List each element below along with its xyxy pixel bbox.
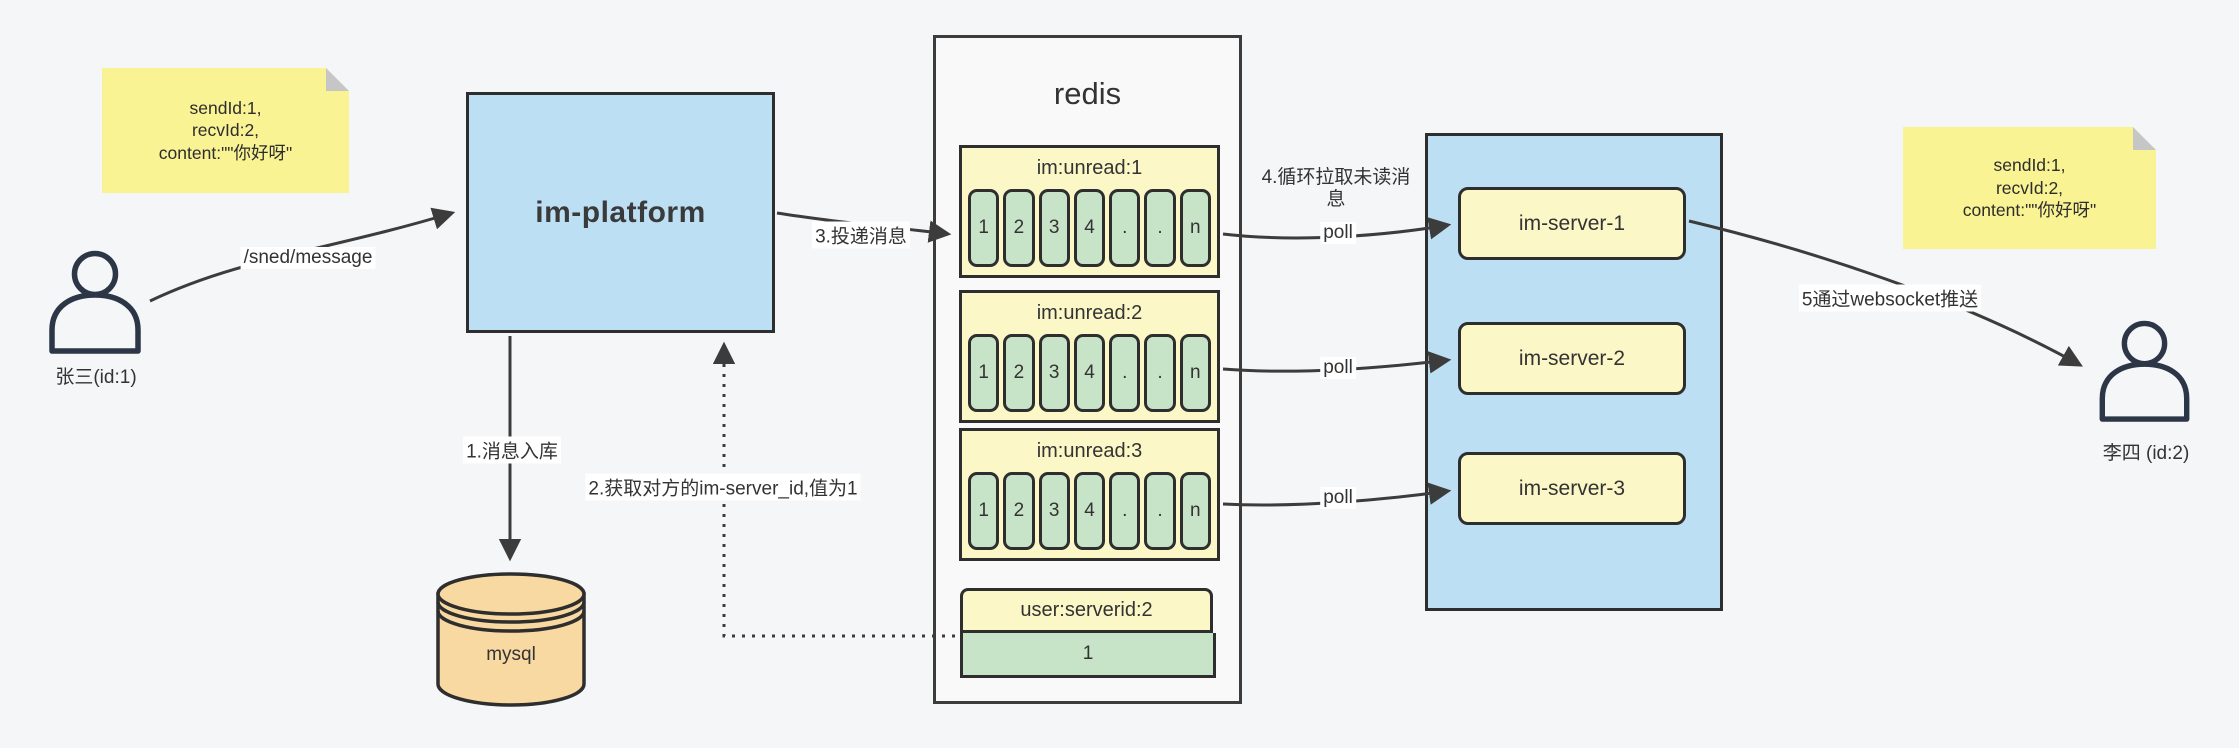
sender-person-icon xyxy=(49,250,141,354)
user-serverid-key-label: user:serverid:2 xyxy=(1020,599,1153,621)
queue-cell: 4 xyxy=(1073,334,1106,412)
queue-cell: . xyxy=(1109,472,1141,550)
im-server-3-node: im-server-3 xyxy=(1458,452,1686,525)
im-server-2-label: im-server-2 xyxy=(1518,346,1626,370)
queue-cell: 2 xyxy=(1003,189,1035,267)
queue-cell: 1 xyxy=(968,189,1000,267)
queue-im-unread-2-name: im:unread:2 xyxy=(1036,302,1143,324)
im-server-2-node: im-server-2 xyxy=(1458,322,1686,395)
sticky-note-left-line3: content:""你好呀" xyxy=(158,142,293,163)
sticky-note-left-line1: sendId:1, xyxy=(189,97,262,118)
im-platform-node: im-platform xyxy=(466,92,775,333)
queue-im-unread-3-name: im:unread:3 xyxy=(1036,440,1143,462)
edge-label-poll-1: poll xyxy=(1320,222,1356,244)
user-serverid-value-label: 1 xyxy=(1082,643,1094,664)
im-server-3-label: im-server-3 xyxy=(1518,476,1626,500)
queue-cell: n xyxy=(1179,472,1211,550)
queue-cell: 2 xyxy=(1003,472,1035,550)
sticky-note-right-line2: recvId:2, xyxy=(1995,177,2064,198)
queue-im-unread-3-cells: 1 2 3 4 . . n xyxy=(962,472,1217,550)
queue-im-unread-1-name: im:unread:1 xyxy=(1036,157,1143,179)
im-server-1-node: im-server-1 xyxy=(1458,187,1686,260)
queue-cell: 2 xyxy=(1003,334,1035,412)
edge-label-send: /sned/message xyxy=(240,247,376,269)
queue-im-unread-2-cells: 1 2 3 4 . . n xyxy=(962,334,1217,412)
queue-cell: 4 xyxy=(1073,189,1106,267)
queue-cell: . xyxy=(1144,334,1176,412)
queue-cell: . xyxy=(1144,189,1176,267)
queue-cell: . xyxy=(1144,472,1176,550)
im-server-1-label: im-server-1 xyxy=(1518,211,1626,235)
mysql-label: mysql xyxy=(486,644,536,665)
queue-cell: n xyxy=(1179,189,1211,267)
receiver-label: 李四 (id:2) xyxy=(2102,443,2190,464)
queue-im-unread-3: im:unread:3 1 2 3 4 . . n xyxy=(959,428,1220,561)
queue-cell: 3 xyxy=(1038,189,1070,267)
sticky-note-right-line3: content:""你好呀" xyxy=(1962,200,2097,221)
queue-im-unread-1-cells: 1 2 3 4 . . n xyxy=(962,189,1217,267)
receiver-person-icon xyxy=(2099,320,2190,422)
queue-cell: 4 xyxy=(1073,472,1106,550)
user-serverid-key: user:serverid:2 xyxy=(960,588,1213,633)
redis-title: redis xyxy=(1053,76,1122,111)
queue-cell: 3 xyxy=(1038,334,1070,412)
sticky-note-right: sendId:1, recvId:2, content:""你好呀" xyxy=(1903,127,2156,249)
mysql-database-icon xyxy=(436,572,586,707)
sticky-note-left-line2: recvId:2, xyxy=(191,120,260,141)
queue-im-unread-2: im:unread:2 1 2 3 4 . . n xyxy=(959,290,1220,423)
edge-label-step2: 2.获取对方的im-server_id,值为1 xyxy=(585,473,861,501)
sender-label: 张三(id:1) xyxy=(55,367,137,388)
edge-label-step4: 4.循环拉取未读消息 xyxy=(1261,167,1411,210)
queue-cell: 1 xyxy=(968,334,1000,412)
edge-label-step3: 3.投递消息 xyxy=(812,221,910,249)
edge-label-poll-3: poll xyxy=(1320,487,1356,509)
edge-label-step1: 1.消息入库 xyxy=(463,436,561,464)
queue-im-unread-1: im:unread:1 1 2 3 4 . . n xyxy=(959,145,1220,278)
queue-cell: 1 xyxy=(968,472,1000,550)
edge-label-step5: 5通过websocket推送 xyxy=(1798,284,1982,312)
queue-cell: n xyxy=(1179,334,1211,412)
folded-corner-icon xyxy=(2133,127,2156,150)
sticky-note-left: sendId:1, recvId:2, content:""你好呀" xyxy=(102,68,349,193)
sticky-note-right-line1: sendId:1, xyxy=(1993,155,2066,176)
folded-corner-icon xyxy=(326,68,349,91)
edge-label-poll-2: poll xyxy=(1320,357,1356,379)
queue-cell: . xyxy=(1109,334,1141,412)
user-serverid-value: 1 xyxy=(960,633,1216,678)
im-platform-label: im-platform xyxy=(535,195,706,229)
queue-cell: 3 xyxy=(1038,472,1070,550)
queue-cell: . xyxy=(1109,189,1141,267)
